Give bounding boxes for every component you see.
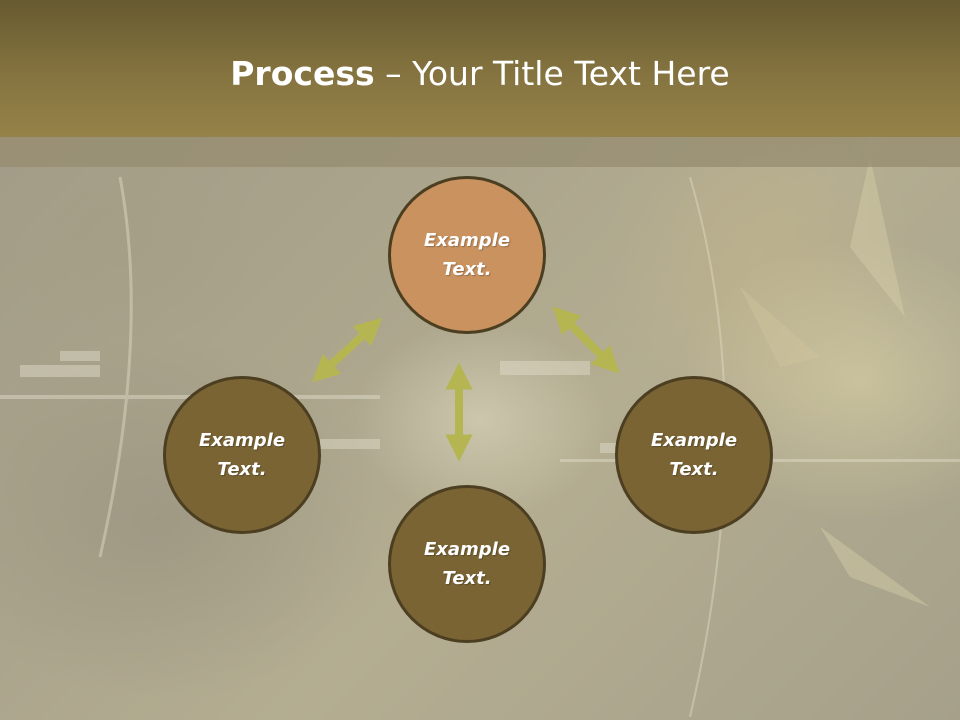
slide-title: Process – Your Title Text Here bbox=[0, 52, 960, 96]
arrow-top-left bbox=[311, 317, 383, 383]
arrow-top-right bbox=[552, 306, 620, 374]
title-rest-part: – Your Title Text Here bbox=[374, 54, 730, 93]
title-underbar bbox=[0, 137, 960, 167]
title-bold-part: Process bbox=[230, 54, 375, 93]
title-bar bbox=[0, 0, 960, 137]
